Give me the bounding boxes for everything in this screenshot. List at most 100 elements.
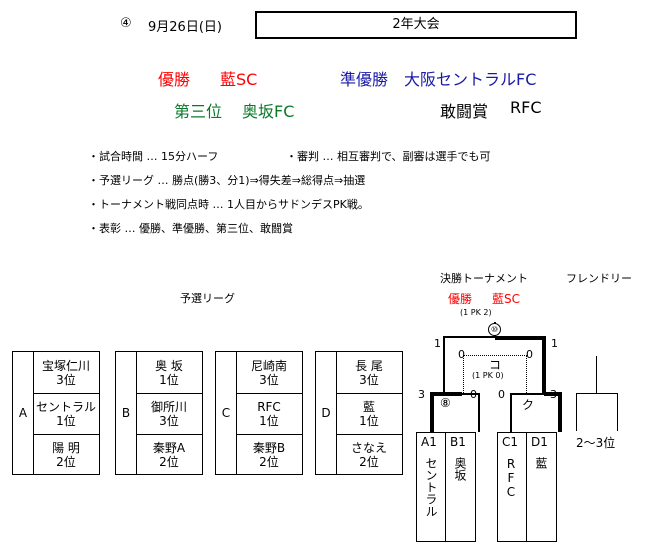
event-title: 2年大会	[392, 17, 440, 32]
friendly-line-top	[576, 393, 618, 394]
fighting-label: 敢闘賞	[440, 102, 489, 121]
team-rank: 3位	[56, 373, 76, 387]
bracket-line-final-left	[445, 336, 495, 338]
slot-team: セントラル	[424, 457, 438, 517]
slot-team: 奥坂	[453, 457, 467, 481]
score-semi2-left: 0	[498, 388, 505, 401]
runner-up-team: 大阪セントラルFC	[404, 70, 537, 89]
third-place-bracket	[463, 355, 527, 393]
slot-team: RFC	[504, 457, 518, 499]
team-rank: 1位	[259, 414, 279, 428]
bracket-line-right-vert	[542, 336, 546, 394]
group-letter: C	[216, 352, 237, 474]
rule-referee: ・審判 … 相互審判で、副審は選手でも可	[286, 150, 491, 163]
bracket-line-left-vert	[443, 336, 445, 394]
score-semi1-right: 0	[470, 388, 477, 401]
friendly-title: フレンドリー	[566, 272, 632, 285]
third-place-pk: (1 PK 0)	[472, 371, 504, 380]
slot-seed: A1	[421, 435, 437, 449]
tournament-winner-team: 藍SC	[492, 292, 520, 306]
friendly-line-right	[617, 393, 618, 431]
bracket-line-semi1-right	[462, 393, 480, 395]
team-rank: 1位	[159, 373, 179, 387]
slot-d1: D1 藍	[527, 432, 557, 542]
team-name: 御所川	[150, 400, 187, 414]
third-team: 奥坂FC	[242, 102, 295, 121]
bracket-line-semi2-left	[510, 393, 546, 395]
semi1-match-number: ⑧	[440, 396, 451, 410]
team-rank: 2位	[359, 455, 379, 469]
bracket-line-final-right	[495, 336, 545, 340]
bracket-line-semi2-right	[544, 392, 562, 396]
event-date: 9月26日(日)	[148, 20, 222, 35]
winner-label: 優勝	[158, 70, 191, 89]
team-name: さなえ	[350, 441, 387, 455]
score-final-right: 1	[551, 337, 558, 350]
tournament-winner-label: 優勝	[448, 292, 473, 306]
third-place-match-label: コ	[489, 358, 502, 372]
score-semi1-left: 3	[418, 388, 425, 401]
bracket-line-semi1-a1	[430, 392, 434, 432]
slot-b1: B1 奥坂	[446, 432, 476, 542]
runner-up-label: 準優勝	[340, 70, 389, 89]
team-name: RFC	[257, 400, 281, 414]
rule-time: ・試合時間 … 15分ハーフ	[88, 150, 219, 163]
semi2-match-number: ク	[522, 398, 535, 412]
friendly-line-left	[576, 393, 577, 431]
slot-seed: C1	[502, 435, 519, 449]
team-name: 尼崎南	[250, 359, 287, 373]
bracket-line-semi2-d1	[558, 392, 562, 432]
team-rank: 1位	[56, 414, 76, 428]
group-letter: A	[13, 352, 34, 474]
friendly-line-stem	[596, 356, 597, 394]
rule-league: ・予選リーグ … 勝点(勝3、分1)⇒得失差⇒総得点⇒抽選	[88, 174, 366, 187]
team-rank: 3位	[159, 414, 179, 428]
bracket-line-semi2-c1	[510, 393, 512, 432]
rule-awards: ・表彰 … 優勝、準優勝、第三位、敢闘賞	[88, 222, 293, 235]
fighting-team: RFC	[510, 98, 542, 117]
slot-seed: D1	[531, 435, 548, 449]
group-letter: D	[316, 352, 337, 474]
bracket-line-semi1-left	[430, 392, 462, 396]
team-rank: 3位	[259, 373, 279, 387]
slot-seed: B1	[450, 435, 466, 449]
team-rank: 2位	[56, 455, 76, 469]
slot-c1: C1 RFC	[497, 432, 527, 542]
friendly-slot: 2〜3位	[576, 436, 616, 450]
team-rank: 2位	[259, 455, 279, 469]
team-name: 奥 坂	[155, 359, 183, 373]
final-match-number: ⑩	[488, 323, 501, 336]
event-title-box: 2年大会	[255, 11, 577, 39]
winner-team: 藍SC	[220, 70, 258, 89]
team-name: 藍	[362, 400, 375, 414]
slot-team: 藍	[534, 457, 548, 469]
team-rank: 3位	[359, 373, 379, 387]
score-final-left: 1	[434, 337, 441, 350]
team-name: 宝塚仁川	[41, 359, 90, 373]
score-third-left: 0	[458, 348, 465, 361]
bracket-line-semi1-b1	[478, 393, 480, 432]
team-rank: 2位	[159, 455, 179, 469]
team-name: 秦野B	[252, 441, 286, 455]
tournament-title: 決勝トーナメント	[440, 272, 528, 285]
team-name: 秦野A	[152, 441, 186, 455]
final-pk: (1 PK 2)	[460, 308, 492, 317]
team-rank: 1位	[359, 414, 379, 428]
team-name: セントラル	[35, 400, 96, 414]
team-name: 陽 明	[52, 441, 80, 455]
